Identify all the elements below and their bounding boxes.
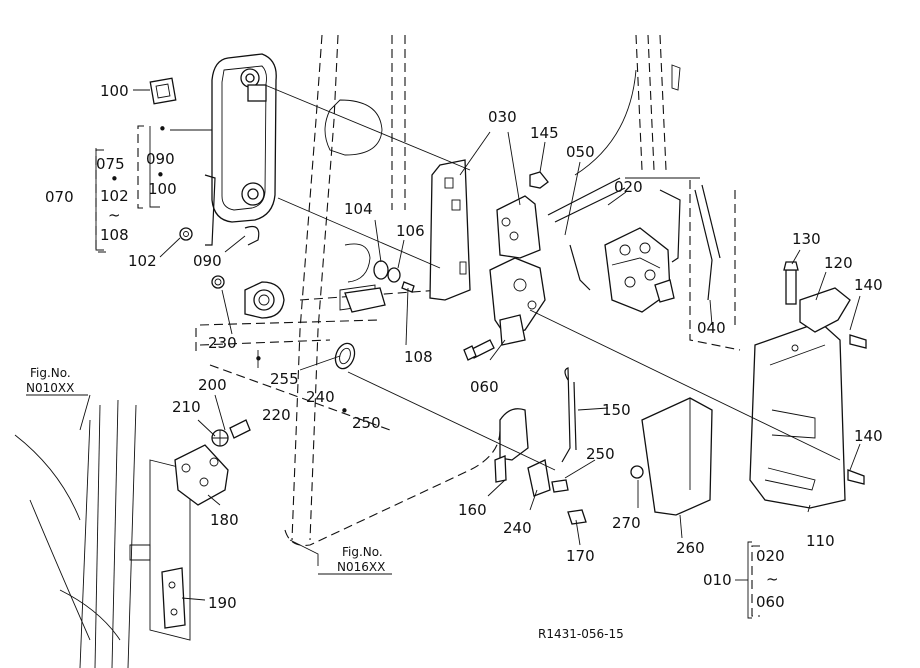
callout-160: 160 [458, 501, 487, 519]
callout-102: 102 [128, 252, 157, 270]
callout-140: 140 [854, 427, 883, 445]
callout-180: 180 [210, 511, 239, 529]
callout-145: 145 [530, 124, 559, 142]
tilde-marker: ~ [108, 206, 121, 224]
bolt-145 [529, 171, 549, 189]
handle-spring-clip [204, 174, 260, 246]
fig-ref-n010xx: Fig.No. N010XX [26, 366, 88, 396]
group-brackets [95, 125, 760, 617]
dot-marker: • [110, 170, 119, 188]
callout-075: 075 [96, 155, 125, 173]
callout-250: 250 [586, 445, 615, 463]
group-markers: • • ~ • • • ~ [108, 120, 779, 588]
plate-240 [527, 459, 551, 497]
bracket-160 [494, 408, 529, 483]
callout-150: 150 [602, 401, 631, 419]
callout-090: 090 [146, 150, 175, 168]
outer-door-handle [211, 53, 277, 223]
callout-110: 110 [806, 532, 835, 550]
fig-ref-code: N010XX [26, 381, 74, 395]
washer-210 [211, 429, 229, 447]
callout-130: 130 [792, 230, 821, 248]
key-cylinder [211, 275, 356, 370]
callout-050: 050 [566, 143, 595, 161]
rod-050 [547, 177, 626, 291]
rod-150 [561, 367, 577, 463]
callout-090: 090 [193, 252, 222, 270]
drawing-number: R1431-056-15 [538, 627, 624, 641]
callout-260: 260 [676, 539, 705, 557]
screw-270 [630, 465, 644, 479]
screw-250-lower [551, 479, 569, 493]
lever-120 [799, 287, 851, 333]
rod-040 [694, 184, 721, 301]
bolt-060 [463, 339, 495, 361]
tilde-marker: ~ [766, 570, 779, 588]
left-frame-structure [14, 399, 191, 668]
callout-230: 230 [208, 334, 237, 352]
callout-060: 060 [756, 593, 785, 611]
callout-190: 190 [208, 594, 237, 612]
callout-220: 220 [262, 406, 291, 424]
callout-200: 200 [198, 376, 227, 394]
screw-102 [179, 227, 193, 241]
bolt-170 [567, 509, 587, 525]
fig-ref-title: Fig.No. [30, 366, 71, 380]
handle-seal [149, 77, 177, 105]
shim-190 [161, 567, 186, 629]
callout-255: 255 [270, 370, 299, 388]
dot-marker: • [340, 402, 349, 420]
latch-plate-030 [429, 159, 546, 346]
cover-260 [641, 397, 713, 516]
dot-marker: • [254, 350, 263, 368]
callout-040: 040 [697, 319, 726, 337]
door-lock-020 [604, 189, 681, 313]
callout-020: 020 [614, 178, 643, 196]
callout-270: 270 [612, 514, 641, 532]
callout-250: 250 [352, 414, 381, 432]
callout-100: 100 [100, 82, 129, 100]
bolt-200 [229, 419, 251, 439]
callout-240: 240 [503, 519, 532, 537]
callout-120: 120 [824, 254, 853, 272]
callout-104: 104 [344, 200, 373, 218]
leader-lines [79, 84, 861, 619]
screw-140b [847, 469, 865, 485]
callout-070: 070 [45, 188, 74, 206]
callout-100: 100 [148, 180, 177, 198]
fig-ref-n016xx: Fig.No. N016XX [318, 545, 392, 575]
callout-170: 170 [566, 547, 595, 565]
callout-106: 106 [396, 222, 425, 240]
dot-marker: • [158, 120, 167, 138]
callout-010: 010 [703, 571, 732, 589]
callout-140: 140 [854, 276, 883, 294]
dot-marker: • [156, 166, 165, 184]
screw-140a [849, 334, 867, 349]
fig-ref-title: Fig.No. [342, 545, 383, 559]
bracket-108 [344, 287, 386, 313]
callout-108: 108 [404, 348, 433, 366]
callout-210: 210 [172, 398, 201, 416]
bolt-130 [783, 261, 799, 305]
callout-060: 060 [470, 378, 499, 396]
fig-ref-code: N016XX [337, 560, 385, 574]
inner-cover-110 [749, 321, 846, 509]
callout-030: 030 [488, 108, 517, 126]
callout-labels: 100 075 090 102 100 070 108 102 090 230 … [45, 82, 883, 612]
striker-180 [174, 444, 229, 506]
rod-104-106 [373, 260, 415, 293]
callout-108: 108 [100, 226, 129, 244]
callout-102: 102 [100, 187, 129, 205]
callout-020: 020 [756, 547, 785, 565]
callout-240: 240 [306, 388, 335, 406]
